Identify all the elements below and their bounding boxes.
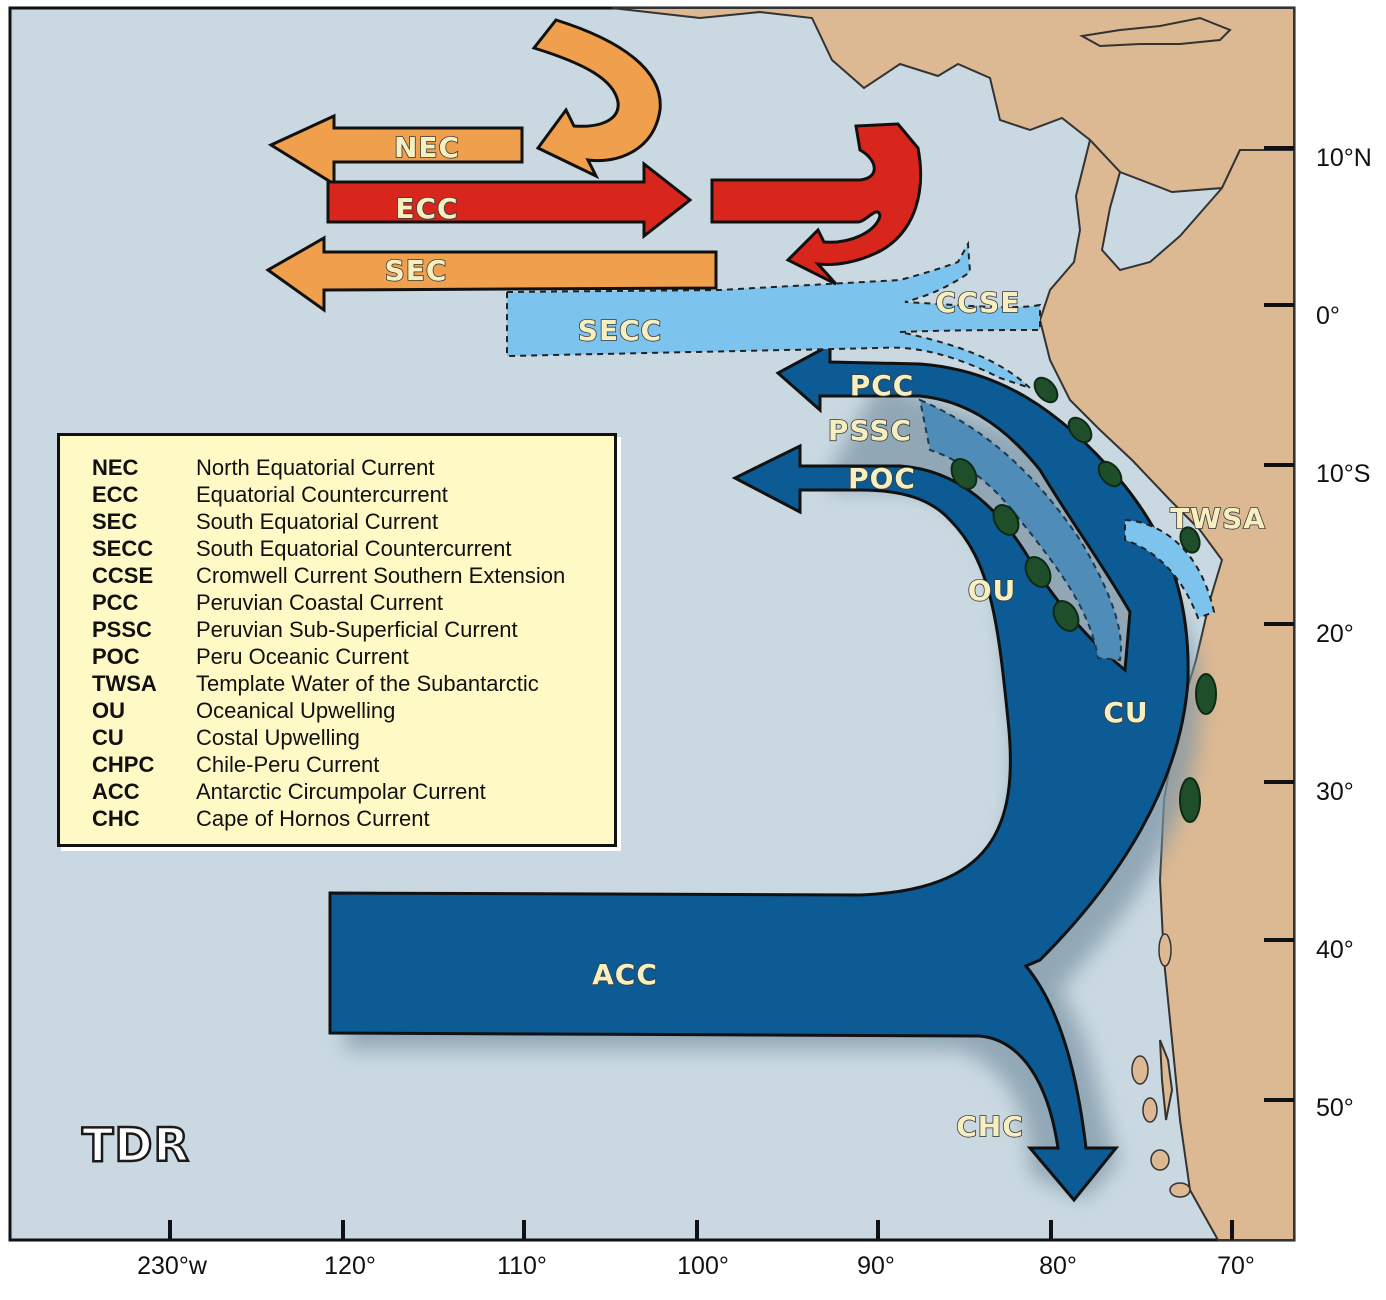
legend-code: SECC xyxy=(92,535,154,561)
legend-code: PSSC xyxy=(92,616,152,642)
label-secc: SECC xyxy=(578,314,662,347)
label-chc: CHC xyxy=(956,1110,1024,1143)
lat-label-10s: 10°S xyxy=(1316,460,1370,488)
legend-name: Equatorial Countercurrent xyxy=(196,481,448,507)
legend-code: SEC xyxy=(92,508,138,534)
label-sec: SEC xyxy=(385,254,448,287)
legend-name: Peru Oceanic Current xyxy=(196,643,409,669)
legend-box: NEC North Equatorial Current ECC Equatoria… xyxy=(57,433,617,847)
lon-label-80: 80° xyxy=(1039,1252,1077,1280)
brand-logo: TDR xyxy=(81,1117,190,1174)
legend-row: POC Peru Oceanic Current xyxy=(92,643,614,670)
legend-name: North Equatorial Current xyxy=(196,454,435,480)
legend-row: OU Oceanical Upwelling xyxy=(92,697,614,724)
legend-row: CCSE Cromwell Current Southern Extension xyxy=(92,562,614,589)
legend-row: PSSC Peruvian Sub-Superficial Current xyxy=(92,616,614,643)
lat-label-40: 40° xyxy=(1316,936,1354,964)
legend-name: Cape of Hornos Current xyxy=(196,805,430,831)
lon-label-100: 100° xyxy=(677,1252,729,1280)
lat-label-10n: 10°N xyxy=(1316,144,1372,172)
latitude-ticks xyxy=(1264,146,1294,1102)
fjord-islands xyxy=(1131,933,1191,1198)
legend-code: CHPC xyxy=(92,751,155,777)
legend-code: ECC xyxy=(92,481,139,507)
label-pcc: PCC xyxy=(850,369,915,402)
legend-row: ACC Antarctic Circumpolar Current xyxy=(92,778,614,805)
legend-row: SECC South Equatorial Countercurrent xyxy=(92,535,614,562)
legend-code: ACC xyxy=(92,778,140,804)
legend-name: Peruvian Coastal Current xyxy=(196,589,444,615)
land xyxy=(611,7,1295,1241)
longitude-ticks xyxy=(168,1220,1234,1240)
lat-label-0: 0° xyxy=(1316,302,1340,330)
legend-name: South Equatorial Current xyxy=(196,508,439,534)
lon-label-120: 120° xyxy=(324,1252,376,1280)
legend-name: Costal Upwelling xyxy=(196,724,360,750)
legend-row: SEC South Equatorial Current xyxy=(92,508,614,535)
label-cu: CU xyxy=(1103,696,1148,729)
upwelling-cells xyxy=(950,376,1217,823)
legend-code: OU xyxy=(92,697,125,723)
label-twsa: TWSA xyxy=(1170,502,1266,535)
lat-label-30: 30° xyxy=(1316,778,1354,806)
secc-current xyxy=(506,240,1041,389)
acc-current xyxy=(328,342,1190,1203)
legend-name: Cromwell Current Southern Extension xyxy=(196,562,566,588)
legend-code: CU xyxy=(92,724,124,750)
legend-code: CCSE xyxy=(92,562,154,588)
lon-label-70: 70° xyxy=(1217,1252,1255,1280)
legend-code: PCC xyxy=(92,589,139,615)
legend-row: NEC North Equatorial Current xyxy=(92,454,614,481)
legend-name: South Equatorial Countercurrent xyxy=(196,535,512,561)
legend-code: TWSA xyxy=(92,670,157,696)
legend-row: ECC Equatorial Countercurrent xyxy=(92,481,614,508)
label-pssc: PSSC xyxy=(828,414,912,447)
legend-code: NEC xyxy=(92,454,139,480)
legend-row: CHPC Chile-Peru Current xyxy=(92,751,614,778)
legend-code: POC xyxy=(92,643,140,669)
legend-name: Peruvian Sub-Superficial Current xyxy=(196,616,518,642)
label-nec: NEC xyxy=(394,131,460,164)
legend-name: Template Water of the Subantarctic xyxy=(196,670,539,696)
legend-name: Antarctic Circumpolar Current xyxy=(196,778,486,804)
lat-label-50: 50° xyxy=(1316,1094,1354,1122)
label-ccse: CCSE xyxy=(936,286,1021,319)
ecc-current xyxy=(326,160,693,240)
sec-current xyxy=(265,235,718,313)
lon-label-110: 110° xyxy=(497,1252,547,1280)
lat-label-20: 20° xyxy=(1316,620,1354,648)
legend-name: Oceanical Upwelling xyxy=(196,697,396,723)
lon-label-230w: 230°w xyxy=(137,1252,208,1280)
nec-current xyxy=(267,113,524,187)
legend-row: PCC Peruvian Coastal Current xyxy=(92,589,614,616)
legend-code: CHC xyxy=(92,805,140,831)
label-poc: POC xyxy=(848,462,916,495)
lon-label-90: 90° xyxy=(857,1252,895,1280)
legend-row: TWSA Template Water of the Subantarctic xyxy=(92,670,614,697)
label-ou: OU xyxy=(968,574,1017,607)
ecc-curl xyxy=(710,122,923,286)
label-acc: ACC xyxy=(592,958,658,991)
legend-name: Chile-Peru Current xyxy=(196,751,380,777)
nec-hook xyxy=(531,18,662,180)
legend-row: CU Costal Upwelling xyxy=(92,724,614,751)
label-ecc: ECC xyxy=(395,192,458,225)
legend-row: CHC Cape of Hornos Current xyxy=(92,805,614,832)
twsa-current xyxy=(1124,518,1216,620)
